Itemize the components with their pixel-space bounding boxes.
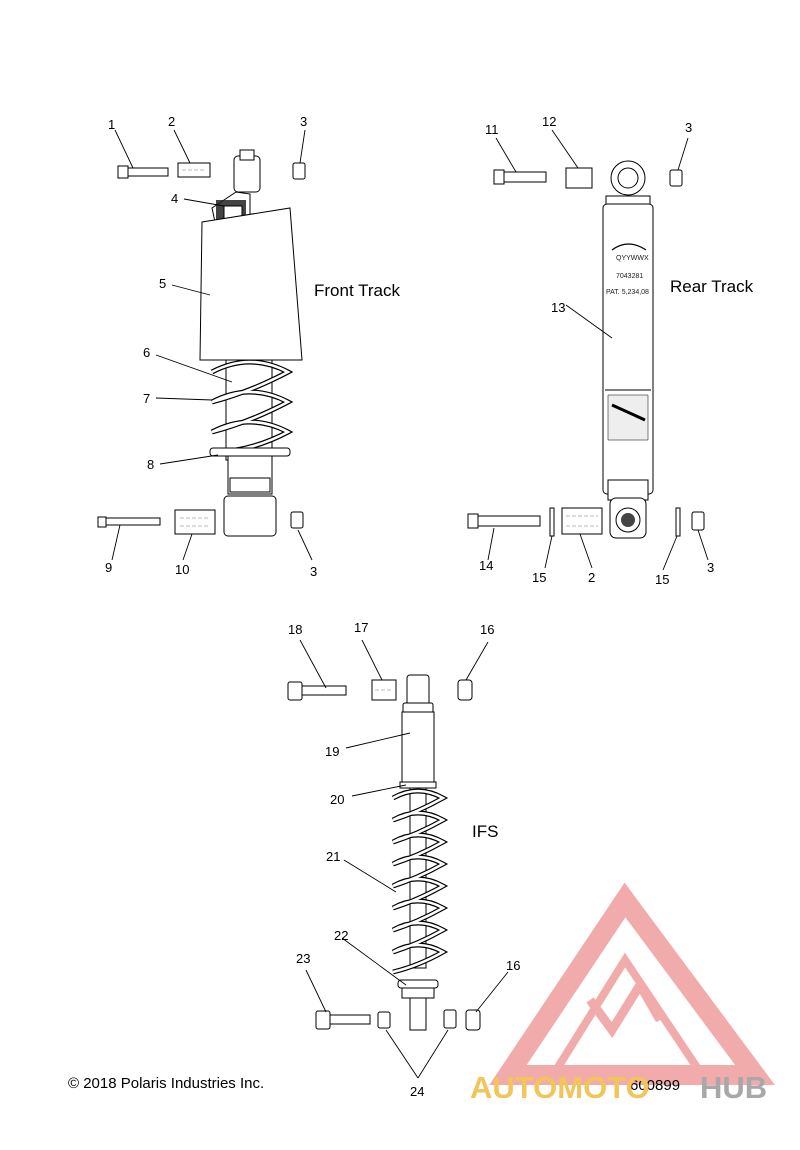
callout-3: 3 xyxy=(300,114,307,129)
callout-19: 19 xyxy=(325,744,339,759)
ifs-leaders xyxy=(299,639,509,1079)
shock-decal-patent: PAT. 5,234,08 xyxy=(606,289,649,296)
callout-8: 8 xyxy=(147,457,154,472)
callout-15-left: 15 xyxy=(532,570,546,585)
callout-1: 1 xyxy=(108,117,115,132)
watermark-logo xyxy=(489,882,775,1085)
ifs-shock xyxy=(391,674,449,1031)
diagram-id: 600899 xyxy=(630,1077,680,1094)
callout-20: 20 xyxy=(330,792,344,807)
callout-14: 14 xyxy=(479,558,493,573)
callout-5: 5 xyxy=(159,276,166,291)
callout-24: 24 xyxy=(410,1084,424,1099)
callout-2: 2 xyxy=(168,114,175,129)
copyright-text: © 2018 Polaris Industries Inc. xyxy=(68,1075,264,1092)
callout-9: 9 xyxy=(105,560,112,575)
front-lower-bolt xyxy=(97,516,161,528)
ifs-lower-bushing-right xyxy=(443,1009,457,1029)
callout-15-right: 15 xyxy=(655,572,669,587)
ifs-lower-nut xyxy=(465,1009,481,1031)
ifs-upper-bolt xyxy=(287,681,347,701)
section-title-rear-track: Rear Track xyxy=(670,277,754,296)
callout-11: 11 xyxy=(485,122,499,137)
callout-10: 10 xyxy=(175,562,189,577)
callout-12: 12 xyxy=(542,114,556,129)
rear-lower-washer-left xyxy=(549,507,555,537)
front-lower-nut xyxy=(290,511,304,529)
shock-decal-model: QYYWWX xyxy=(616,255,649,262)
callout-13: 13 xyxy=(551,300,565,315)
shock-decal-part-number: 7043281 xyxy=(616,273,643,280)
ifs-lower-bushing-left xyxy=(377,1011,391,1029)
rear-lower-bushing xyxy=(561,507,603,535)
callout-3-front-lower: 3 xyxy=(310,564,317,579)
section-title-ifs: IFS xyxy=(472,822,498,841)
front-leaders xyxy=(111,129,313,561)
ifs-upper-bushing xyxy=(371,679,397,701)
callout-7: 7 xyxy=(143,391,150,406)
callout-4: 4 xyxy=(171,191,178,206)
rear-lower-bolt xyxy=(467,513,541,529)
rear-upper-bolt xyxy=(493,169,547,185)
ifs-upper-nut xyxy=(457,679,473,701)
callout-23: 23 xyxy=(296,951,310,966)
rear-lower-nut xyxy=(691,511,705,531)
callout-18: 18 xyxy=(288,622,302,637)
callout-2-rear: 2 xyxy=(588,570,595,585)
callout-17: 17 xyxy=(354,620,368,635)
front-upper-bushing xyxy=(177,162,211,178)
front-upper-nut xyxy=(292,162,306,180)
watermark-brand-part2: HUB xyxy=(700,1070,767,1105)
section-title-front-track: Front Track xyxy=(314,281,400,300)
watermark-brand-part1: AUTOMOTO xyxy=(470,1070,650,1105)
callout-21: 21 xyxy=(326,849,340,864)
callout-3-rear-lower: 3 xyxy=(707,560,714,575)
rear-track-shock xyxy=(602,160,654,539)
callout-16-upper: 16 xyxy=(480,622,494,637)
callout-16-lower: 16 xyxy=(506,958,520,973)
rear-upper-spacer xyxy=(565,167,593,189)
rear-leaders xyxy=(487,129,709,571)
callout-6: 6 xyxy=(143,345,150,360)
front-upper-bolt xyxy=(117,165,169,179)
front-lower-bushing xyxy=(174,509,216,535)
rear-lower-washer-right xyxy=(675,507,681,537)
ifs-lower-bolt xyxy=(315,1010,371,1030)
rear-upper-nut xyxy=(669,169,683,187)
callout-22: 22 xyxy=(334,928,348,943)
callout-3-rear-upper: 3 xyxy=(685,120,692,135)
front-track-shock xyxy=(199,149,303,537)
